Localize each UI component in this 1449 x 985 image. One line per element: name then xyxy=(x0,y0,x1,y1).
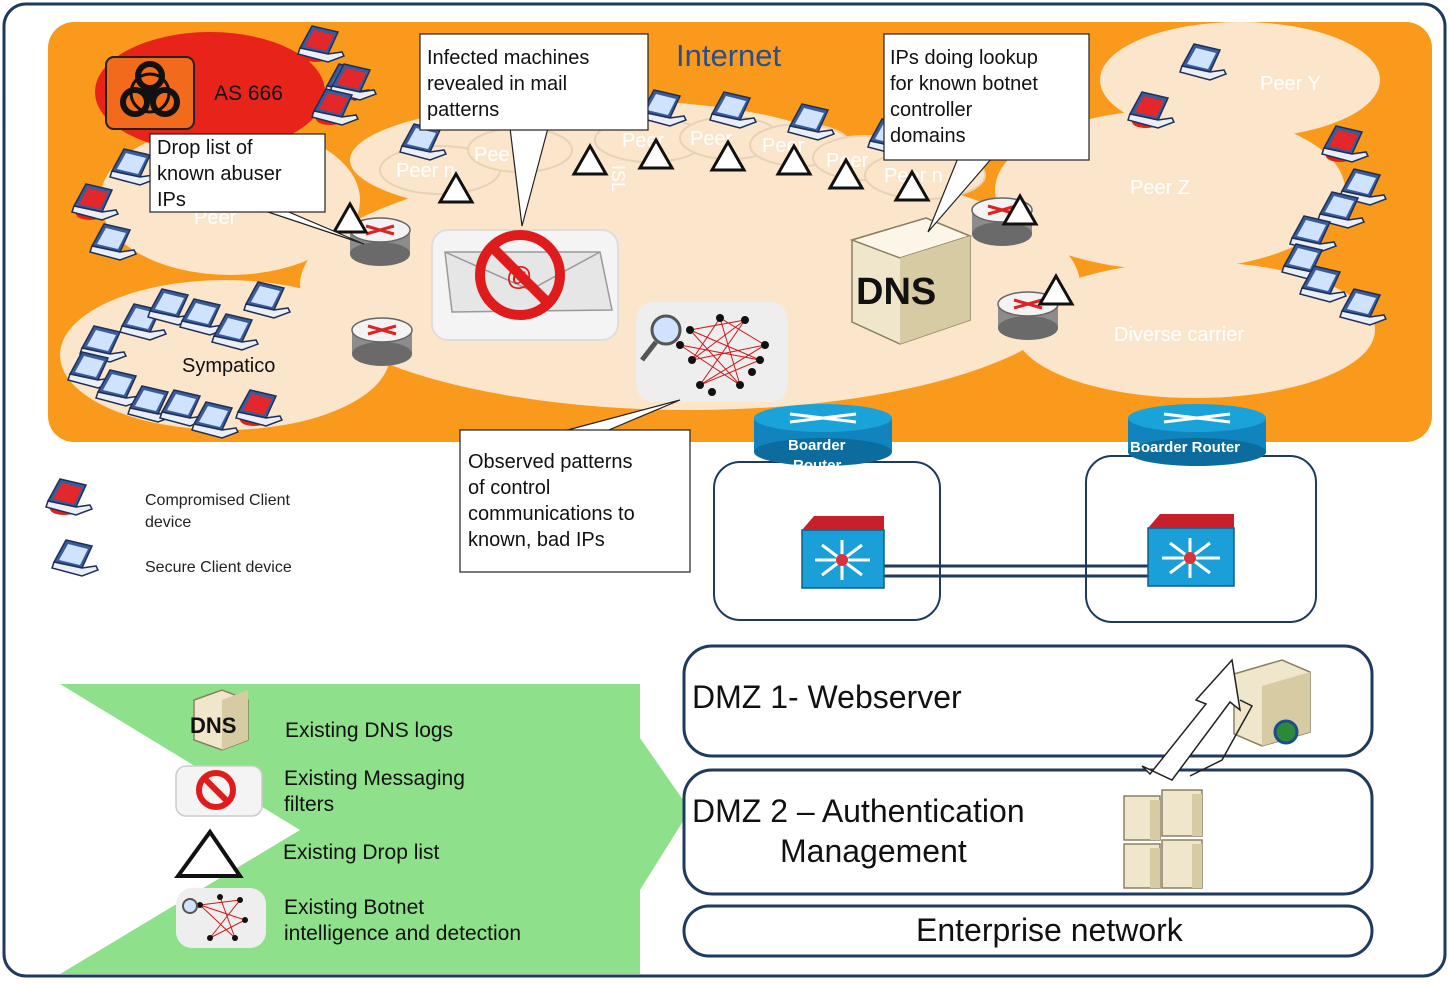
existing-dns-label: Existing DNS logs xyxy=(285,719,453,742)
svg-text:Compromised Client: Compromised Client xyxy=(145,492,290,509)
dns-log-icon: DNS xyxy=(190,689,249,751)
svg-text:controller: controller xyxy=(890,99,973,121)
svg-text:of control: of control xyxy=(468,477,550,499)
svg-text:Observed patterns: Observed patterns xyxy=(468,451,633,473)
peer-y-label: Peer Y xyxy=(1260,73,1321,95)
existing-capabilities: DNS Existing DNS logs Existing Messaging… xyxy=(174,689,521,948)
svg-text:Boarder: Boarder xyxy=(788,437,846,454)
svg-text:Router: Router xyxy=(793,457,841,474)
svg-text:filters: filters xyxy=(284,793,334,816)
sync-arrows xyxy=(1141,658,1242,781)
switch-icon xyxy=(1147,514,1235,587)
svg-text:revealed in mail: revealed in mail xyxy=(427,73,567,95)
svg-text:known, bad IPs: known, bad IPs xyxy=(468,529,605,551)
as666-label: AS 666 xyxy=(214,82,283,105)
peer-label-1: Pee xyxy=(474,144,510,166)
botnet-graph-icon xyxy=(636,302,788,402)
messaging-filter-icon xyxy=(175,765,263,817)
enterprise-box xyxy=(682,904,1374,958)
peer-label-0: Peer n xyxy=(396,160,455,182)
auth-server-cluster xyxy=(1123,789,1203,889)
callout-infected-machines: Infected machines revealed in mail patte… xyxy=(419,33,649,227)
svg-text:IPs: IPs xyxy=(157,189,186,211)
svg-text:Drop list of: Drop list of xyxy=(157,137,253,159)
svg-text:@: @ xyxy=(506,261,532,291)
dns-server-icon: DNS xyxy=(849,217,973,345)
diverse-carrier-label: Diverse carrier xyxy=(1114,324,1244,346)
dmz2-label-line1: DMZ 2 – Authentication xyxy=(692,793,1025,829)
svg-text:Infected machines: Infected machines xyxy=(427,47,589,69)
sympatico-label: Sympatico xyxy=(182,355,275,377)
border-router-left: Boarder Router xyxy=(754,404,892,474)
svg-text:known abuser: known abuser xyxy=(157,163,282,185)
isl-label: ISL xyxy=(608,165,628,192)
svg-text:communications to: communications to xyxy=(468,503,635,525)
svg-text:DNS: DNS xyxy=(856,271,936,313)
existing-drop-label: Existing Drop list xyxy=(283,841,440,864)
svg-text:Existing Botnet: Existing Botnet xyxy=(284,896,424,919)
peer-z-label: Peer Z xyxy=(1130,177,1190,199)
svg-text:for known botnet: for known botnet xyxy=(890,73,1038,95)
callout-observed-patterns: Observed patterns of control communicati… xyxy=(459,399,691,573)
internet-title: Internet xyxy=(676,38,782,73)
server-icon xyxy=(1233,659,1311,747)
border-router-right: Boarder Router xyxy=(1128,404,1266,466)
enterprise-label: Enterprise network xyxy=(916,912,1184,948)
dmz1-label: DMZ 1- Webserver xyxy=(692,679,962,715)
peer-label-3: Peer xyxy=(690,128,733,150)
svg-text:IPs doing lookup: IPs doing lookup xyxy=(890,47,1038,69)
svg-text:Existing Messaging: Existing Messaging xyxy=(284,767,465,790)
svg-text:intelligence and detection: intelligence and detection xyxy=(284,922,521,945)
svg-text:device: device xyxy=(145,514,191,531)
drop-list-triangle-icon xyxy=(174,828,244,878)
botnet-detection-icon xyxy=(176,888,266,948)
svg-text:domains: domains xyxy=(890,125,966,147)
dmz2-label-line2: Management xyxy=(780,833,967,869)
svg-text:DNS: DNS xyxy=(190,713,236,738)
callout-dns-lookup: IPs doing lookup for known botnet contro… xyxy=(883,33,1090,233)
legend: Compromised Client device Secure Client … xyxy=(45,478,292,577)
svg-text:patterns: patterns xyxy=(427,99,499,121)
svg-text:Boarder Router: Boarder Router xyxy=(1130,439,1240,456)
svg-text:Secure Client device: Secure Client device xyxy=(145,559,292,576)
dmz2-box xyxy=(682,768,1374,896)
callout-drop-list: Drop list of known abuser IPs xyxy=(149,133,365,245)
blocked-mail-icon: @ xyxy=(431,229,619,341)
biohazard-icon xyxy=(105,56,195,130)
switch-icon xyxy=(801,516,885,589)
border-network: Boarder Router Boarder Router xyxy=(713,404,1317,623)
